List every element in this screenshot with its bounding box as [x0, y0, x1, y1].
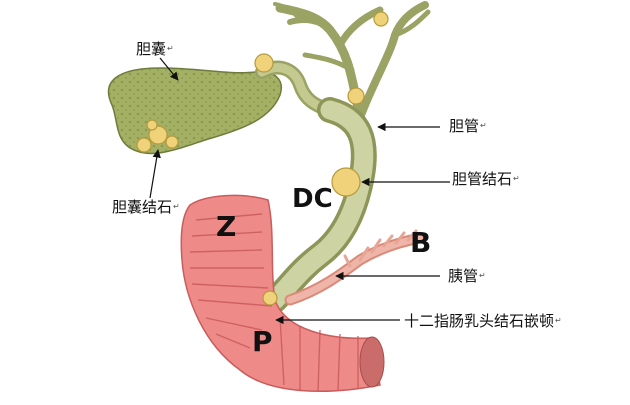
- papilla-stone: [262, 290, 278, 306]
- cystic-stone: [254, 53, 274, 73]
- label-gallbladder: 胆囊↵: [136, 40, 174, 58]
- label-bile-duct: 胆管↵: [449, 117, 487, 135]
- pointer-lines: [149, 57, 450, 325]
- label-gallstones: 胆囊结石↵: [112, 198, 180, 216]
- hepatic-stone: [373, 11, 389, 27]
- pointer-gallstones: [149, 149, 161, 199]
- gallstone: [136, 137, 152, 153]
- label-papilla-stone: 十二指肠乳头结石嵌顿↵: [404, 312, 562, 330]
- hepatic-stone: [347, 87, 365, 105]
- common-bile-duct: [262, 97, 377, 313]
- label-pancreatic-duct: 胰管↵: [448, 267, 486, 285]
- letter-z: Z: [216, 210, 237, 243]
- letter-p: P: [252, 325, 273, 358]
- gallstone: [165, 135, 179, 149]
- stones: [136, 11, 389, 306]
- letter-b: B: [410, 226, 432, 259]
- pancreatic-duct: [284, 229, 426, 306]
- pointer-gallbladder: [159, 57, 179, 81]
- gallstone: [146, 119, 158, 131]
- letter-dc: DC: [292, 184, 333, 214]
- gallstone: [148, 125, 168, 145]
- duodenum: [180, 194, 385, 393]
- bile-duct-stone: [331, 167, 361, 197]
- label-bile-duct-stone: 胆管结石↵: [452, 170, 520, 188]
